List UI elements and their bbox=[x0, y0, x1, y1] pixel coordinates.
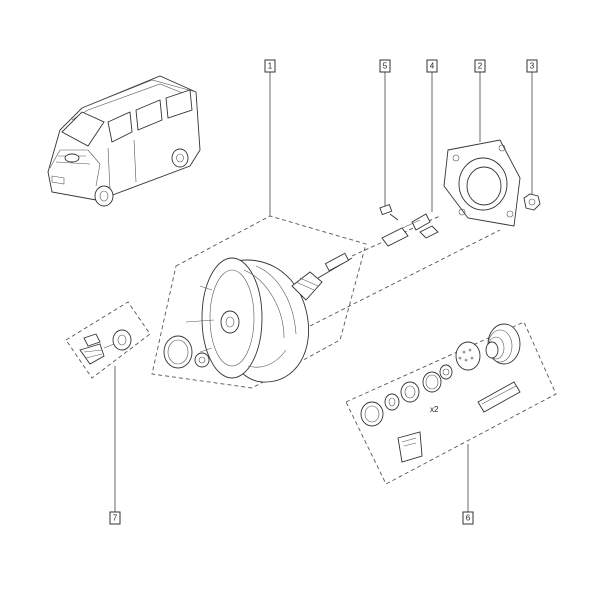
quantity-label: x2 bbox=[430, 405, 439, 414]
group-outlines bbox=[65, 215, 557, 485]
callout-7: 7 bbox=[109, 511, 121, 525]
callout-4: 4 bbox=[426, 59, 438, 73]
callout-5: 5 bbox=[379, 59, 391, 73]
callout-label: 1 bbox=[268, 62, 273, 71]
callout-label: 7 bbox=[113, 514, 118, 523]
brake-booster bbox=[163, 215, 501, 383]
callout-label: 2 bbox=[478, 62, 483, 71]
callout-label: 6 bbox=[466, 514, 471, 523]
clevis-fork bbox=[381, 213, 439, 247]
callout-1: 1 bbox=[264, 59, 276, 73]
callout-label: 4 bbox=[430, 62, 435, 71]
repair-kit bbox=[360, 323, 521, 463]
leader-lines bbox=[114, 72, 533, 512]
vacuum-connector bbox=[79, 329, 132, 365]
callout-label: 3 bbox=[530, 62, 535, 71]
van-illustration bbox=[47, 75, 201, 207]
bolt bbox=[379, 203, 399, 221]
callout-3: 3 bbox=[526, 59, 538, 73]
callout-2: 2 bbox=[474, 59, 486, 73]
callout-6: 6 bbox=[462, 511, 474, 525]
nut bbox=[523, 193, 541, 211]
gasket-plate bbox=[443, 139, 521, 227]
callout-label: 5 bbox=[383, 62, 388, 71]
